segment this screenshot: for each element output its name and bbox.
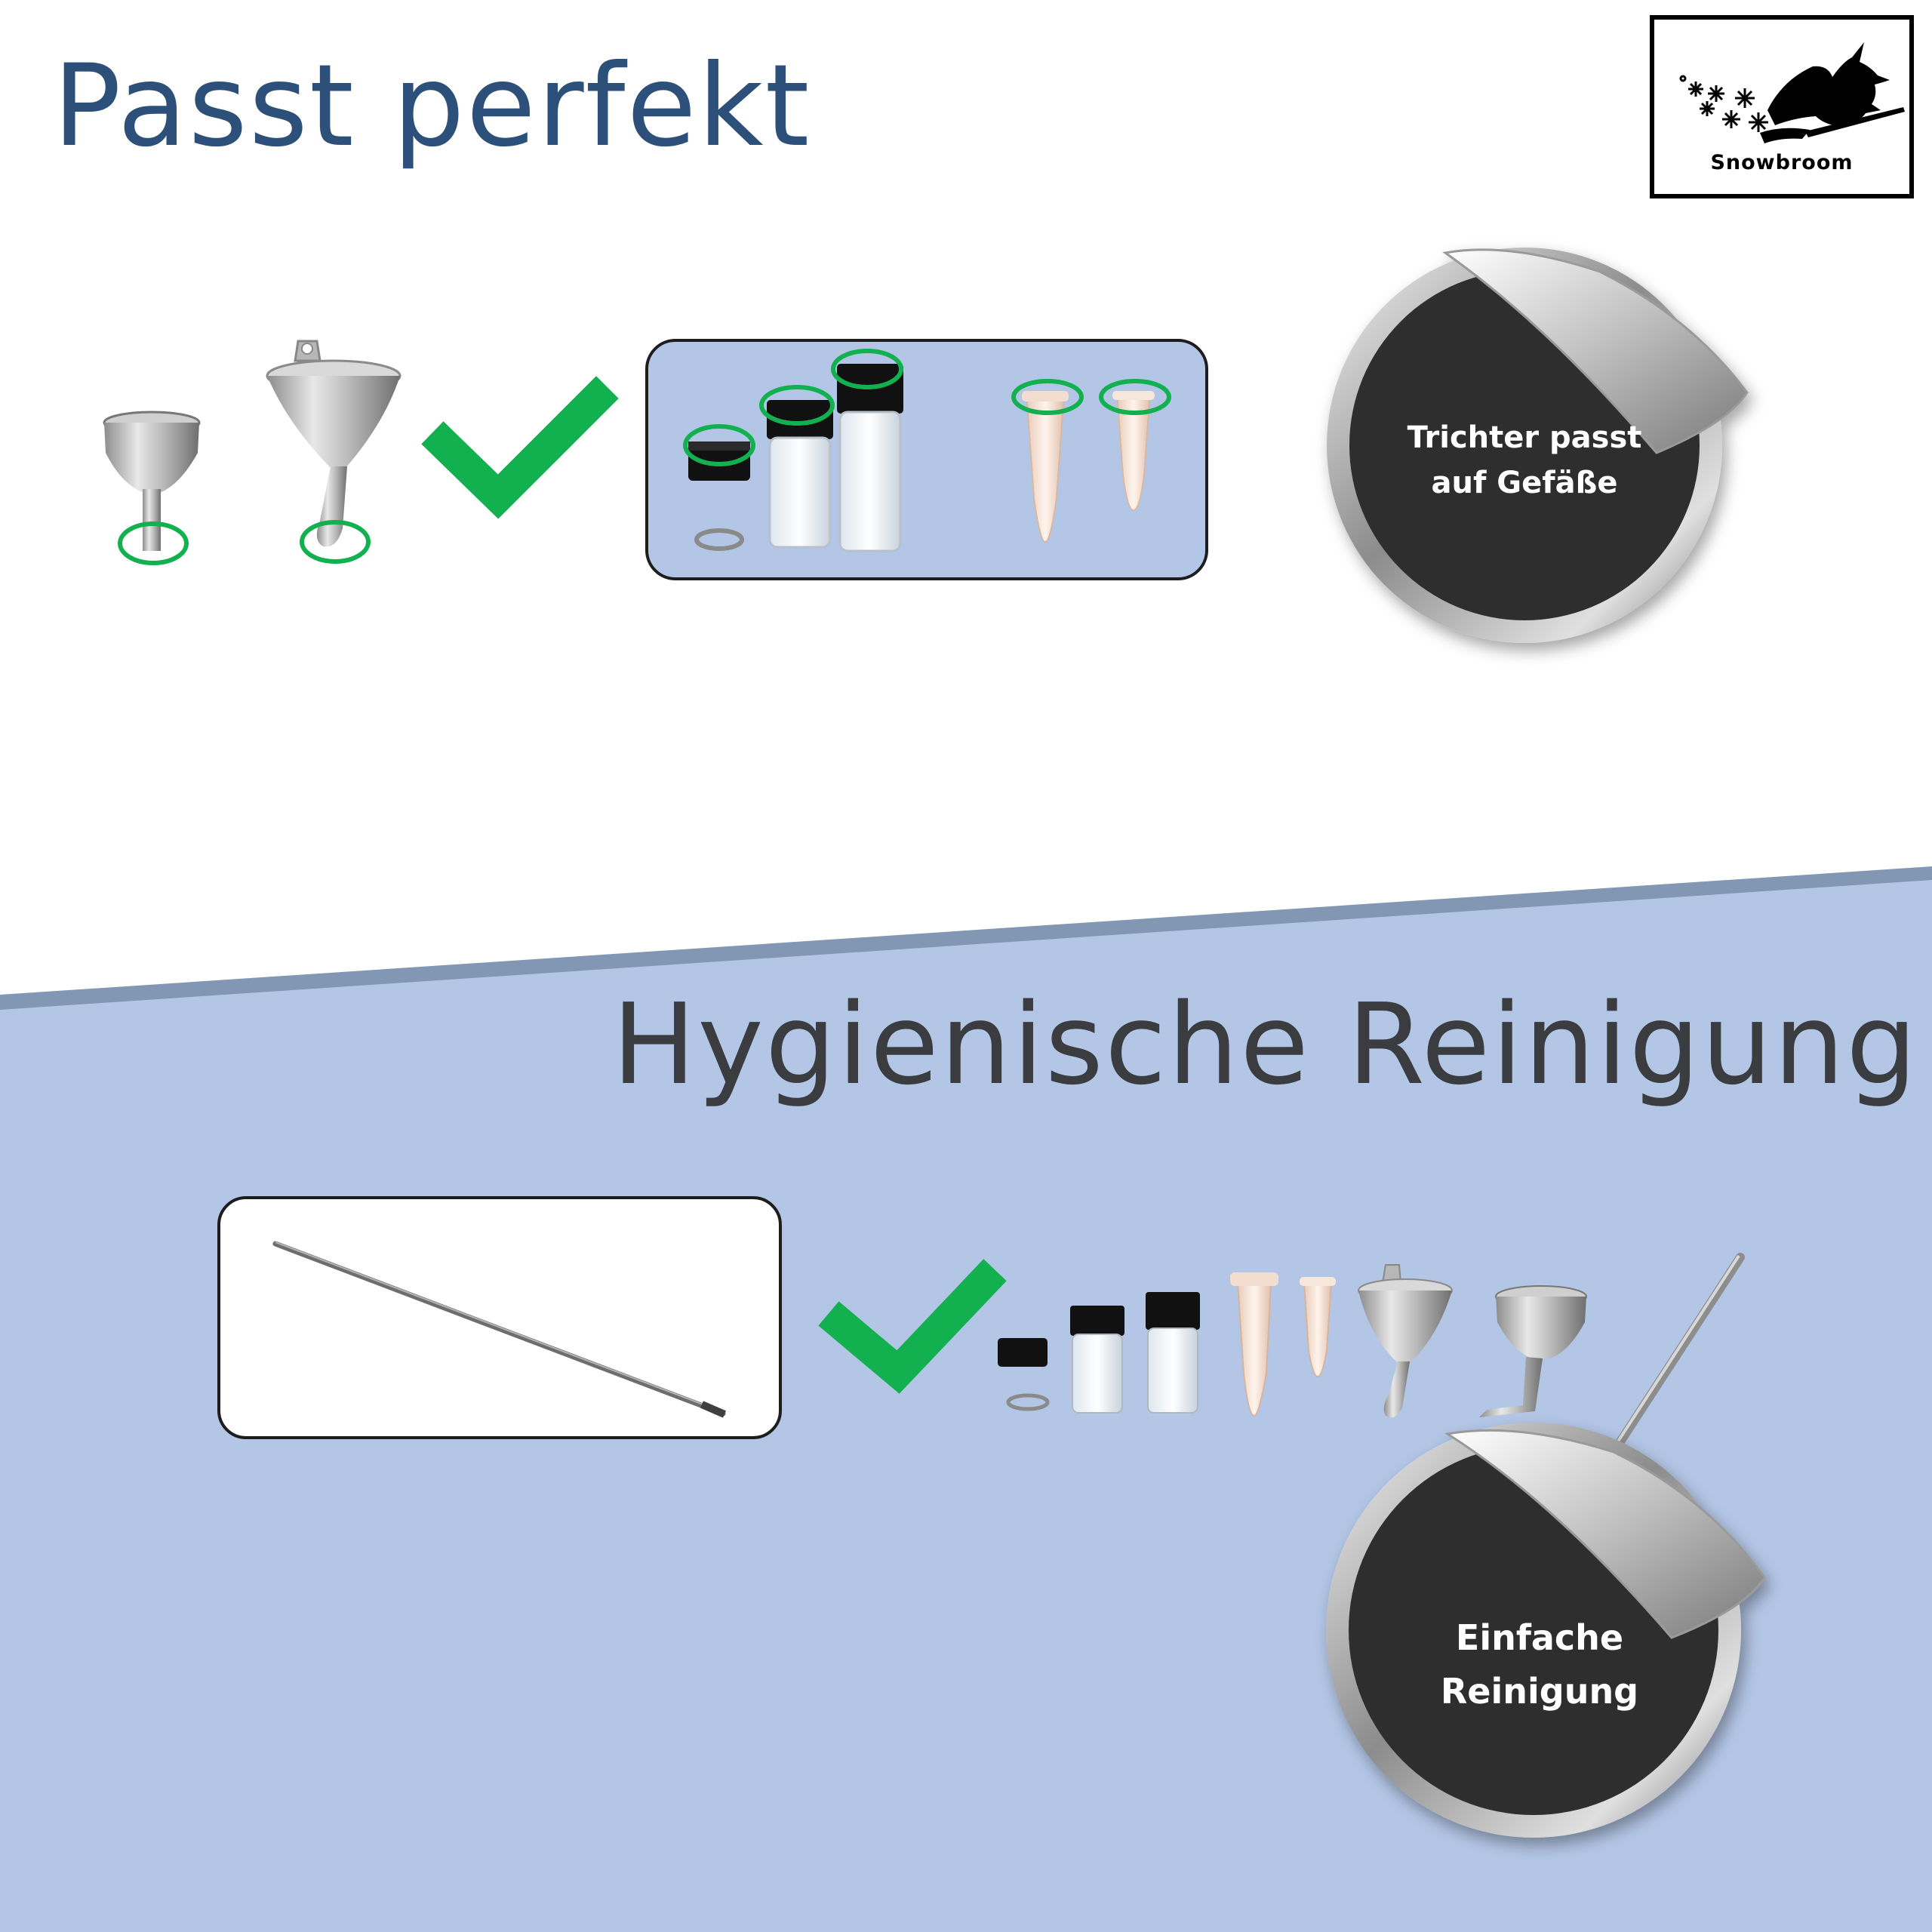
vessel-set-icon bbox=[688, 364, 1155, 552]
page-title: Passt perfekt bbox=[53, 41, 811, 172]
witch-icon bbox=[1679, 42, 1905, 143]
diagonal-band bbox=[0, 866, 1932, 1010]
sticker-badge bbox=[1326, 1423, 1766, 1838]
fit-marker-ring bbox=[300, 520, 371, 564]
sticker-line: auf Gefäße bbox=[1431, 466, 1618, 500]
sticker-line: Reinigung bbox=[1440, 1671, 1639, 1712]
fit-marker-ring bbox=[1099, 379, 1171, 415]
cleanable-items-icon bbox=[998, 1253, 1745, 1452]
check-icon bbox=[818, 1259, 1007, 1394]
sticker-line: Einfache bbox=[1455, 1617, 1624, 1658]
sticker-badge bbox=[1327, 248, 1749, 643]
fit-marker-ring bbox=[683, 424, 755, 466]
sticker-line: Trichter passt bbox=[1407, 420, 1642, 455]
sticker-caption: Einfache Reinigung bbox=[1389, 1611, 1690, 1719]
brand-wordmark: Snowbroom bbox=[1710, 151, 1854, 174]
large-funnel-icon bbox=[266, 340, 401, 547]
rod-panel bbox=[217, 1196, 782, 1439]
section-title: Hygienische Reinigung bbox=[611, 980, 1918, 1109]
brand-logo: Snowbroom bbox=[1650, 15, 1914, 198]
snowflake-icon bbox=[1679, 75, 1768, 132]
small-funnel-icon bbox=[103, 411, 201, 551]
fit-marker-ring bbox=[1011, 379, 1084, 415]
sticker-caption: Trichter passt auf Gefäße bbox=[1374, 415, 1675, 506]
cleaning-rod-icon bbox=[272, 1241, 726, 1418]
fit-marker-ring bbox=[118, 521, 189, 565]
fit-marker-ring bbox=[831, 349, 903, 389]
check-icon bbox=[421, 376, 619, 519]
fit-marker-ring bbox=[759, 385, 835, 426]
